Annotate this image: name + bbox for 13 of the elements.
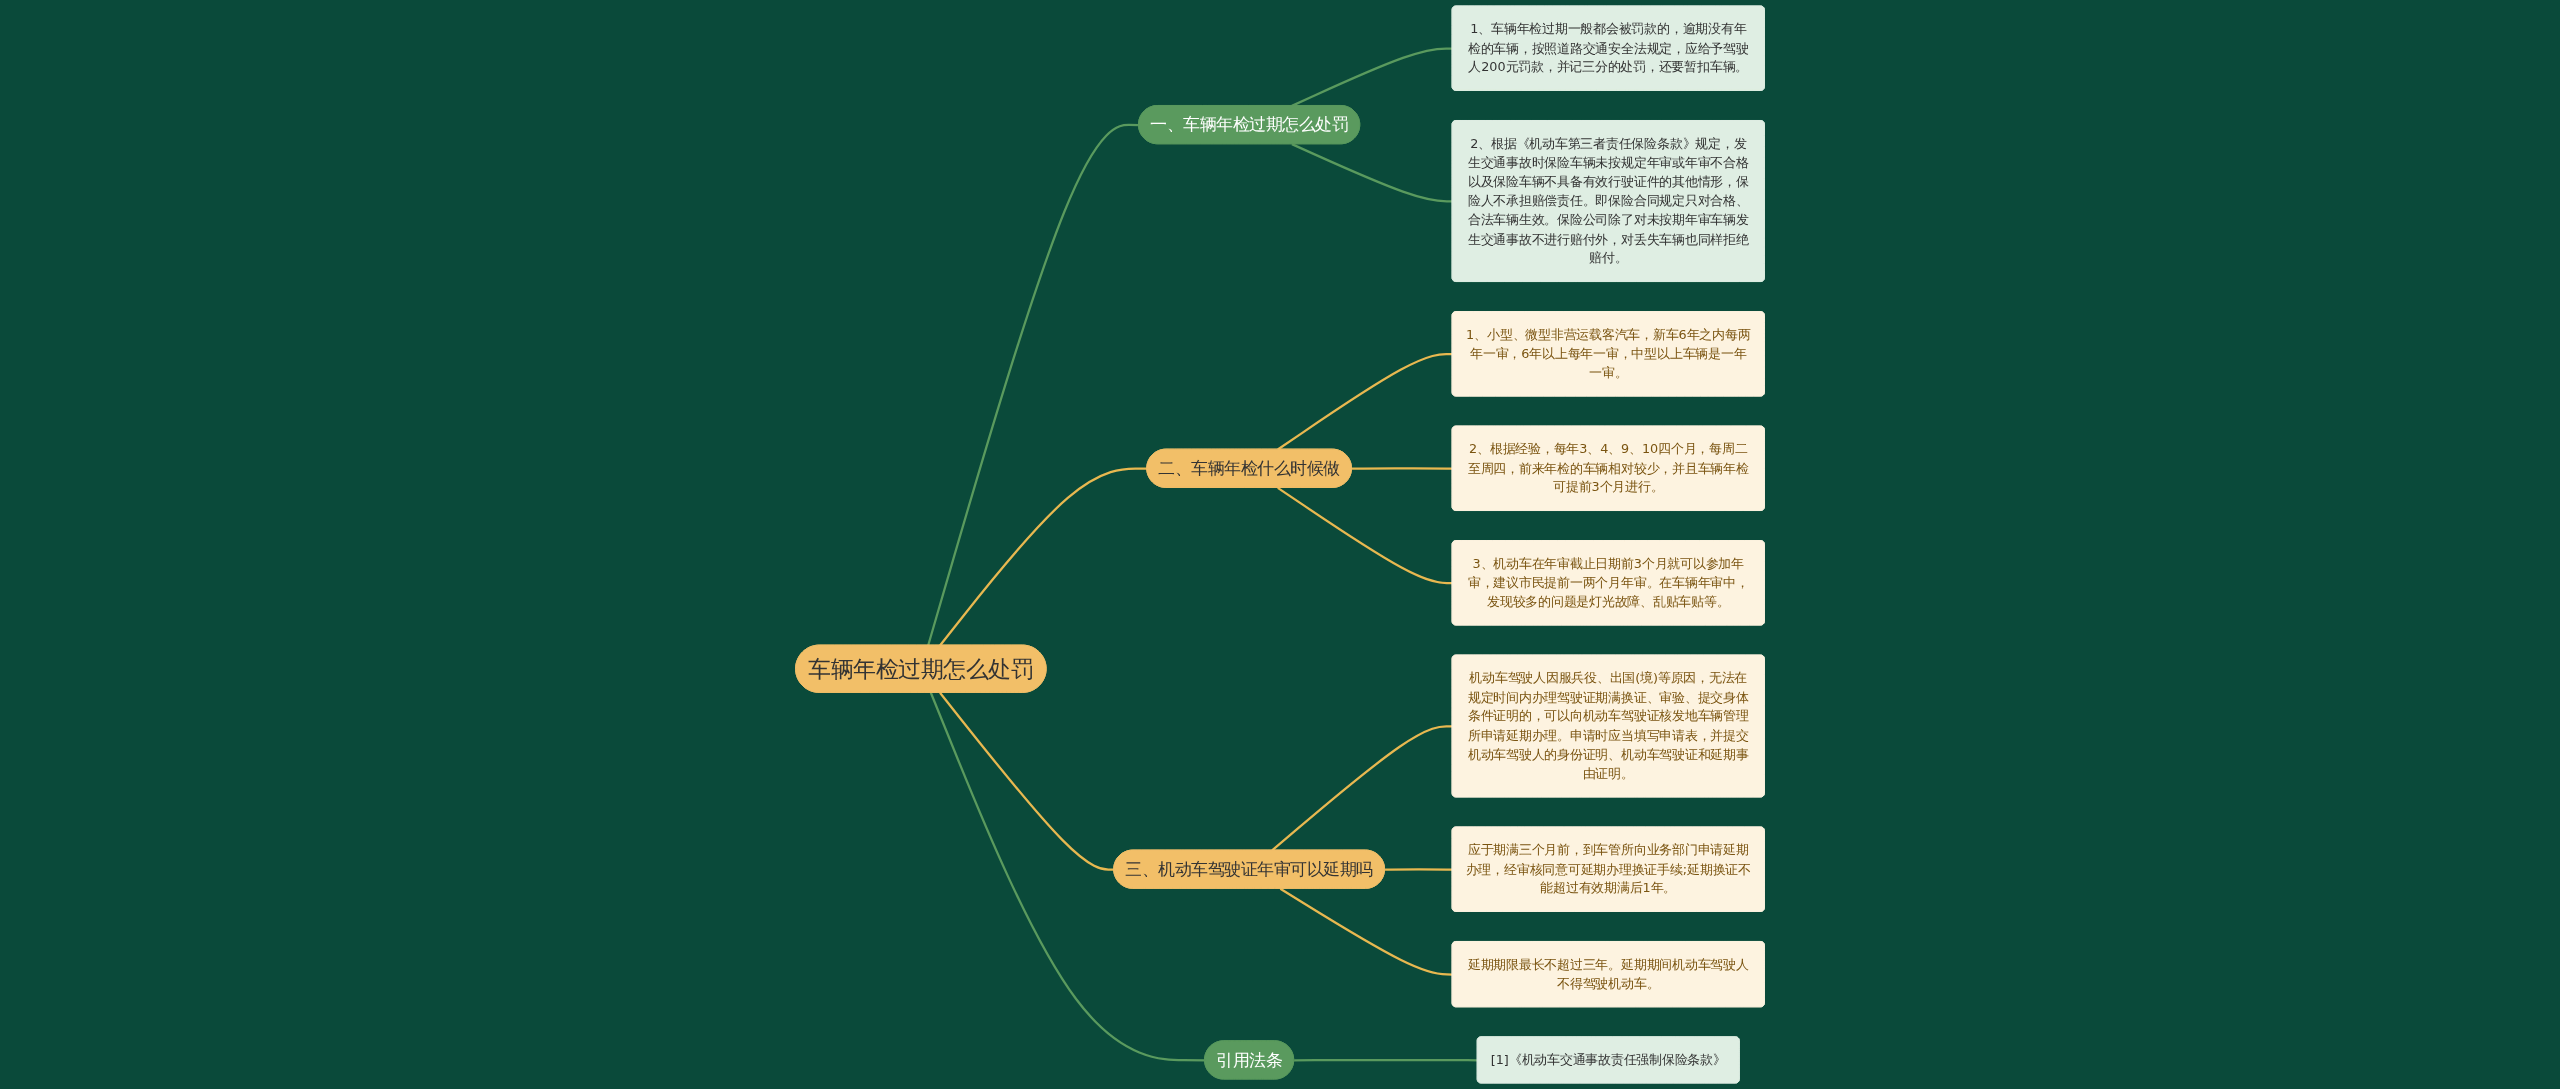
connector bbox=[939, 692, 1115, 871]
connector bbox=[1277, 353, 1453, 451]
connector bbox=[929, 692, 1205, 1062]
connector bbox=[1271, 725, 1453, 852]
connector bbox=[1277, 486, 1453, 585]
connector bbox=[1291, 143, 1453, 203]
connector bbox=[927, 123, 1139, 646]
connector bbox=[939, 467, 1148, 647]
connector bbox=[1279, 887, 1453, 976]
connector bbox=[1294, 1058, 1478, 1062]
connector bbox=[1291, 47, 1453, 107]
connector bbox=[1384, 868, 1453, 871]
connector bbox=[1351, 467, 1453, 470]
